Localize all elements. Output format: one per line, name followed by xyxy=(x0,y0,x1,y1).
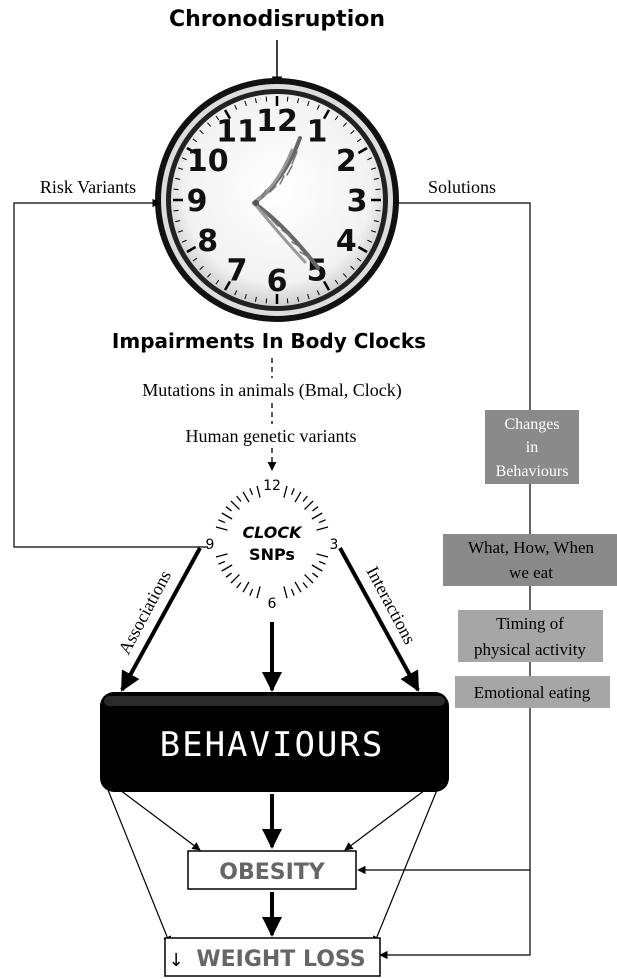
mutations-label: Mutations in animals (Bmal, Clock) xyxy=(142,380,401,401)
clock-number-3: 3 xyxy=(347,184,368,219)
dial-number-9: 9 xyxy=(206,537,215,553)
what-how-when-line-2: we eat xyxy=(509,563,553,582)
changes-line-2: in xyxy=(526,439,538,456)
clock-number-7: 7 xyxy=(227,253,248,288)
changes-line-1: Changes xyxy=(504,416,559,433)
solutions-label: Solutions xyxy=(428,177,496,197)
clock-snps-dial: 12 3 6 9 CLOCK SNPs xyxy=(206,478,339,612)
emotional-eating-text: Emotional eating xyxy=(474,683,591,702)
what-how-when-line-1: What, How, When xyxy=(468,538,595,557)
timing-line-2: physical activity xyxy=(474,640,586,659)
changes-line-3: Behaviours xyxy=(496,463,569,480)
behaviours-text: BEHAVIOURS xyxy=(160,725,385,765)
timing-activity-box: Timing of physical activity xyxy=(458,610,603,662)
clock-tick xyxy=(287,298,288,303)
changes-in-behaviours-box: Changes in Behaviours xyxy=(485,410,579,484)
clock-tick xyxy=(375,189,380,190)
timing-line-1: Timing of xyxy=(496,614,564,633)
clock-number-6: 6 xyxy=(267,264,288,299)
emotional-eating-box: Emotional eating xyxy=(455,676,610,708)
weight-loss-text: WEIGHT LOSS xyxy=(196,947,365,972)
clock-tick xyxy=(287,97,288,102)
dial-number-6: 6 xyxy=(268,596,277,612)
clock-tick xyxy=(266,97,267,102)
clock-number-8: 8 xyxy=(197,224,218,259)
clock-number-12: 12 xyxy=(256,104,298,139)
clock-tick xyxy=(266,298,267,303)
down-arrow-icon: ↓ xyxy=(168,950,183,971)
clock-number-4: 4 xyxy=(336,224,357,259)
clock-snps-line-1: CLOCK xyxy=(242,523,303,542)
risk-variants-label: Risk Variants xyxy=(40,177,136,197)
clock-number-9: 9 xyxy=(187,184,208,219)
clock-number-1: 1 xyxy=(307,115,328,150)
impairments-label: Impairments In Body Clocks xyxy=(112,329,426,353)
obesity-text: OBESITY xyxy=(219,860,326,885)
dial-number-12: 12 xyxy=(263,478,281,494)
clock-tick xyxy=(375,210,380,211)
clock-tick xyxy=(174,210,179,211)
clock-tick xyxy=(174,189,179,190)
clock-number-2: 2 xyxy=(336,144,357,179)
clock-snps-line-2: SNPs xyxy=(249,545,295,564)
clock-number-11: 11 xyxy=(216,115,258,150)
what-how-when-box: What, How, When we eat xyxy=(443,534,617,586)
dial-number-3: 3 xyxy=(330,537,339,553)
behaviours-box: BEHAVIOURS xyxy=(100,692,449,792)
human-variants-label: Human genetic variants xyxy=(186,426,357,446)
title: Chronodisruption xyxy=(169,7,385,32)
weight-loss-box: ↓ WEIGHT LOSS xyxy=(165,938,380,976)
obesity-box: OBESITY xyxy=(188,851,356,889)
